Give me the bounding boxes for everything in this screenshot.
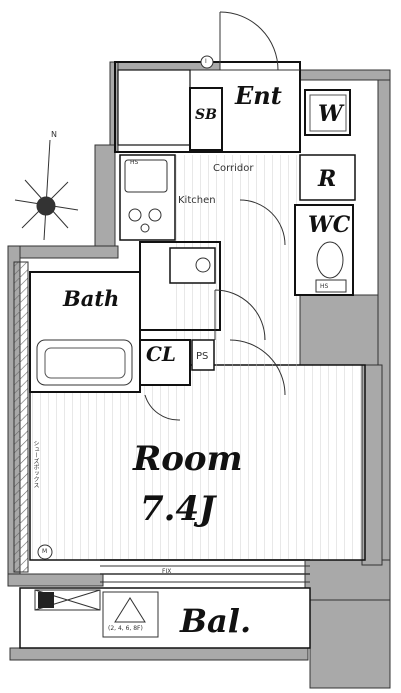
entrance-door	[219, 11, 300, 71]
label-hs-kitchen: HS	[130, 159, 139, 166]
label-w: W	[318, 101, 343, 127]
closet	[139, 339, 191, 386]
washer-box	[304, 89, 351, 136]
label-area: 7.4J	[140, 489, 216, 529]
label-outdoor-unit: (2, 4, 6, 8F)	[108, 625, 143, 632]
label-r: R	[318, 166, 337, 192]
balcony	[19, 587, 311, 649]
label-bath: Bath	[63, 286, 120, 311]
label-balcony: Bal.	[180, 602, 252, 640]
label-kitchen: Kitchen	[178, 195, 216, 206]
label-ent: Ent	[235, 81, 282, 110]
label-wc: WC	[308, 212, 351, 238]
compass-rose	[14, 139, 79, 241]
label-circle-i: I	[205, 58, 207, 65]
room-floor	[29, 364, 366, 561]
label-hs-wc: HS	[320, 283, 329, 290]
pipe-space	[191, 339, 215, 371]
label-cl: CL	[146, 342, 176, 366]
washbasin	[169, 247, 216, 284]
label-circle-m: M	[42, 548, 48, 555]
label-sb: SB	[195, 107, 217, 123]
label-room: Room	[133, 439, 243, 479]
label-shoebox-vertical: シューズボックス	[32, 440, 39, 488]
fridge-box	[299, 154, 356, 201]
outer-walls	[7, 61, 391, 689]
hatch-panel	[34, 589, 101, 611]
top-left-box	[117, 69, 191, 146]
label-ps: PS	[196, 351, 209, 362]
label-fix: FIX	[162, 568, 172, 575]
left-hatched-wall	[13, 261, 29, 573]
label-north: N	[51, 130, 57, 139]
window-fix	[100, 559, 310, 583]
label-corridor: Corridor	[213, 163, 254, 174]
shoe-box	[189, 87, 223, 151]
